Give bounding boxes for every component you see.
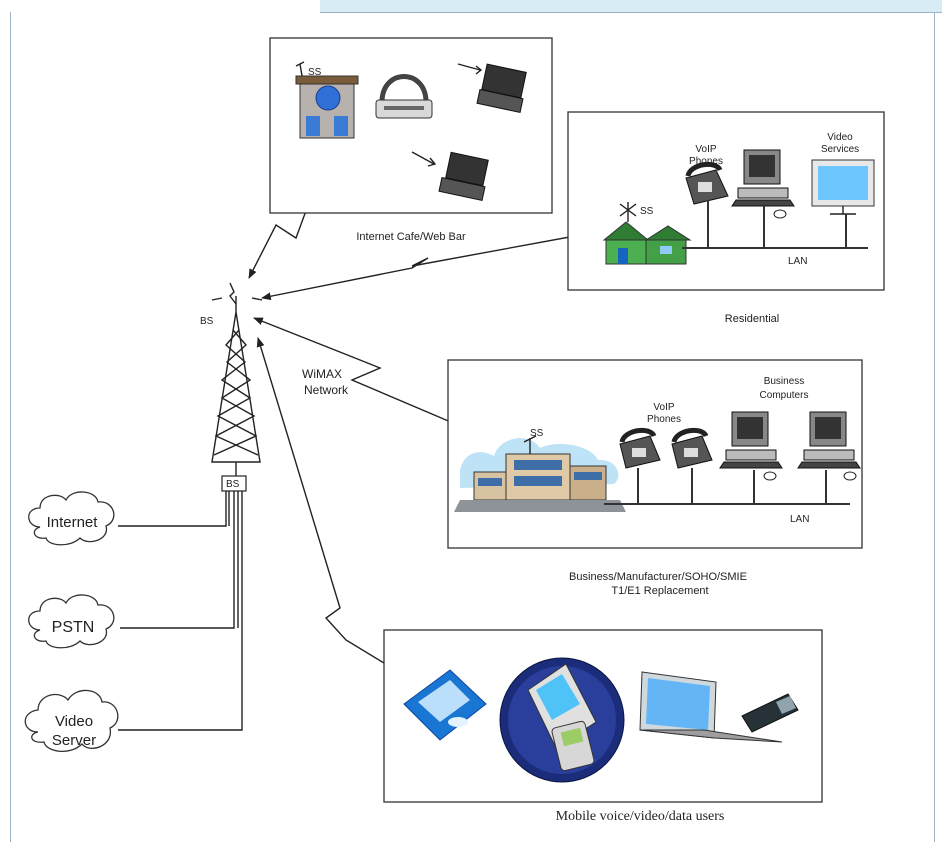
residential-caption: Residential bbox=[725, 313, 779, 325]
wire-pstn bbox=[120, 491, 235, 629]
pda-icon bbox=[403, 669, 487, 741]
wimax-label-1: WiMAX bbox=[302, 367, 342, 381]
laptop-icon bbox=[639, 671, 783, 743]
outer-frame-right bbox=[934, 12, 935, 842]
business-voip-2: Phones bbox=[647, 414, 681, 425]
link-mobile bbox=[256, 337, 413, 681]
cafe-ss-label: SS bbox=[308, 67, 322, 78]
bs-base-label: BS bbox=[226, 479, 240, 490]
bs-tower-label: BS bbox=[200, 316, 214, 327]
wimax-label-2: Network bbox=[304, 383, 349, 397]
business-caption-1: Business/Manufacturer/SOHO/SMIE bbox=[569, 571, 747, 583]
desktop-icon bbox=[731, 149, 795, 219]
residential-voip-2: Phones bbox=[689, 156, 723, 167]
cafe-caption: Internet Cafe/Web Bar bbox=[356, 231, 466, 243]
business-computers-1: Business bbox=[764, 376, 805, 387]
internet-label: Internet bbox=[47, 514, 99, 531]
top-band bbox=[320, 0, 942, 13]
residential-lan-line bbox=[682, 200, 868, 249]
business-lan-label: LAN bbox=[790, 514, 809, 525]
desktop-icon bbox=[719, 411, 783, 481]
laptop-icon bbox=[457, 63, 527, 114]
business-computers-2: Computers bbox=[760, 390, 809, 401]
video-server-label-2: Server bbox=[52, 732, 96, 749]
pstn-label: PSTN bbox=[52, 619, 95, 636]
office-building-icon bbox=[454, 435, 626, 512]
residential-video-2: Services bbox=[821, 144, 859, 155]
residential-voip-1: VoIP bbox=[695, 144, 716, 155]
router-icon bbox=[375, 74, 433, 119]
house-icon bbox=[602, 202, 692, 265]
building-icon bbox=[295, 61, 359, 139]
business-caption-2: T1/E1 Replacement bbox=[611, 585, 708, 597]
pc-card-icon bbox=[741, 693, 799, 733]
phone-icon bbox=[685, 161, 729, 205]
business-voip-1: VoIP bbox=[653, 402, 674, 413]
cellphone-icon bbox=[499, 657, 625, 783]
cloud-icon bbox=[28, 594, 115, 649]
residential-lan-label: LAN bbox=[788, 256, 807, 267]
cloud-icon bbox=[28, 491, 115, 546]
mobile-caption: Mobile voice/video/data users bbox=[556, 809, 725, 824]
business-lan-line bbox=[604, 468, 850, 505]
phone-icon bbox=[671, 427, 713, 469]
tower-icon bbox=[211, 282, 263, 492]
monitor-icon bbox=[811, 159, 875, 215]
cloud-icon bbox=[24, 689, 119, 752]
residential-ss-label: SS bbox=[640, 206, 654, 217]
outer-frame-left bbox=[10, 12, 11, 842]
wire-internet bbox=[118, 491, 227, 527]
business-ss-label: SS bbox=[530, 428, 544, 439]
residential-video-1: Video bbox=[827, 132, 853, 143]
wire-video bbox=[118, 491, 243, 731]
laptop-icon bbox=[411, 151, 489, 202]
desktop-icon bbox=[797, 411, 861, 481]
video-server-label-1: Video bbox=[55, 713, 93, 730]
phone-icon bbox=[619, 427, 661, 469]
link-residential bbox=[261, 231, 587, 301]
